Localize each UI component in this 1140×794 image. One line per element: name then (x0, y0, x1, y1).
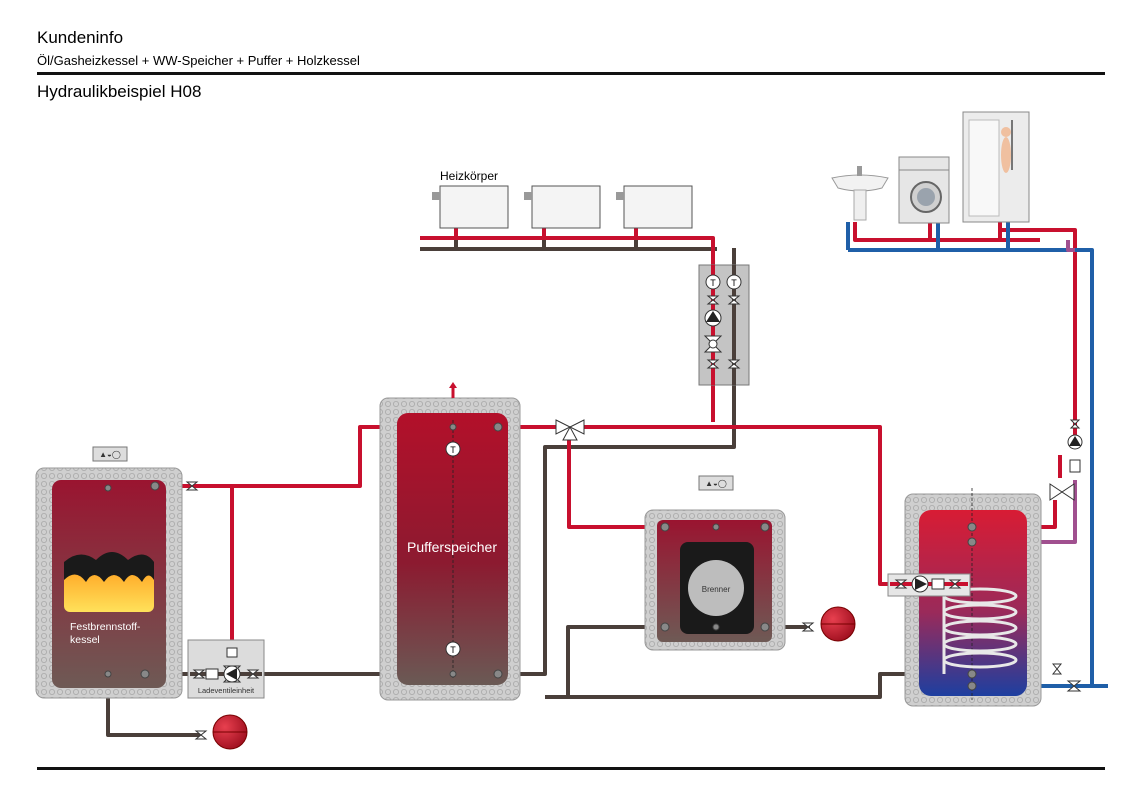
shutoff-valve-icon (948, 579, 962, 589)
header-title: Kundeninfo (37, 28, 124, 47)
control-panel-icon (698, 475, 734, 491)
shutoff-valve-icon (1069, 419, 1081, 429)
svg-text:▲◒◯: ▲◒◯ (705, 479, 727, 488)
sensor-label: T (731, 278, 737, 288)
dhw-tank (904, 488, 1042, 707)
expansion-vessel-icon (212, 714, 248, 750)
sensor-label: T (710, 278, 716, 288)
solid-fuel-boiler-label-1: Festbrennstoff- (70, 621, 141, 633)
solid-fuel-boiler-label-2: kessel (70, 634, 100, 646)
charging-valve-unit: Ladeventileinheit (187, 639, 265, 699)
example-title: Hydraulikbeispiel H08 (37, 82, 202, 101)
shutoff-valve-icon (192, 669, 206, 679)
solid-fuel-boiler: Festbrennstoff- kessel ▲◒◯ (35, 446, 183, 699)
radiators-label: Heizkörper (440, 169, 498, 183)
shutoff-valve-icon (1066, 680, 1082, 692)
shutoff-valve-icon (894, 579, 908, 589)
expansion-vessel-icon (820, 606, 856, 642)
sensor-label: T (450, 445, 456, 455)
dhw-charging-group (887, 573, 971, 597)
safety-valve-icon (1051, 663, 1063, 675)
mixing-valve-icon (555, 419, 585, 441)
shutoff-valve-icon (185, 481, 199, 491)
circulation-pump-group (1049, 419, 1083, 501)
buffer-tank-label: Pufferspeicher (407, 539, 497, 555)
mixing-valve-icon (1049, 483, 1075, 501)
svg-text:▲◒◯: ▲◒◯ (99, 450, 121, 459)
radiator-2 (524, 185, 601, 229)
header-subtitle: Öl/Gasheizkessel + WW-Speicher + Puffer … (37, 53, 360, 68)
heating-pump-group: T T (698, 264, 750, 386)
shutoff-valve-icon (706, 295, 720, 305)
sensor-label: T (450, 645, 456, 655)
shutoff-valve-icon (727, 295, 741, 305)
burner-label: Brenner (702, 585, 731, 594)
top-rule (37, 72, 1105, 75)
coil-icon (942, 587, 1018, 674)
bottom-rule (37, 767, 1105, 770)
shutoff-valve-icon (246, 669, 260, 679)
shower-icon (962, 111, 1030, 223)
shutoff-valve-icon (706, 359, 720, 369)
sink-icon (831, 166, 889, 221)
radiator-3 (616, 185, 693, 229)
supply-pipes (155, 222, 1077, 648)
control-panel-icon (92, 446, 128, 462)
burner-icon (688, 560, 744, 616)
buffer-tank: T T Pufferspeicher (379, 382, 521, 701)
radiator-1 (432, 185, 509, 229)
shutoff-valve-icon (801, 622, 815, 632)
washing-machine-icon (898, 156, 950, 224)
shutoff-valve-icon (194, 730, 208, 740)
oil-gas-boiler: Brenner ▲◒◯ (644, 475, 786, 651)
shutoff-valve-icon (727, 359, 741, 369)
charging-valve-unit-label: Ladeventileinheit (198, 686, 255, 695)
